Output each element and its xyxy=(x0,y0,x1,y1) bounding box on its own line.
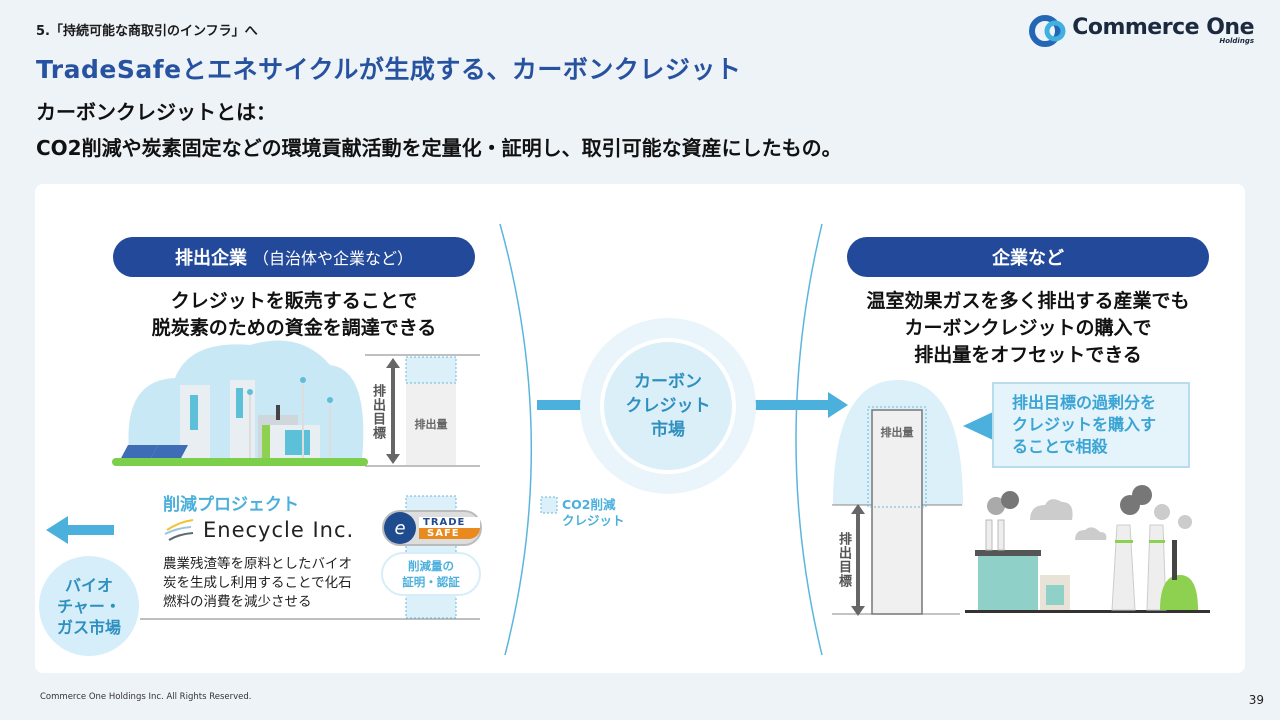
buyer-catch-line: 排出量をオフセットできる xyxy=(914,344,1142,366)
bio-market-line: チャー・ xyxy=(57,596,121,616)
carbon-credit-market: カーボン クレジット 市場 xyxy=(600,338,736,474)
biochar-gas-market: バイオ チャー・ ガス市場 xyxy=(39,556,139,656)
eco-factory-illustration xyxy=(112,340,368,466)
right-divider-arc xyxy=(795,223,823,656)
company-name: Enecycle Inc. xyxy=(203,518,355,542)
buyer-catch-line: 温室効果ガスを多く排出する産業でも xyxy=(866,290,1190,312)
project-desc-line: 農業残渣等を原料としたバイオ xyxy=(163,556,352,572)
logo-rings-icon xyxy=(1029,15,1066,47)
cert-line: 証明・認証 xyxy=(402,575,460,589)
definition-text: CO2削減や炭素固定などの環境貢献活動を定量化・証明し、取引可能な資産にしたもの… xyxy=(36,136,842,160)
callout-pointer-icon xyxy=(963,412,993,440)
buyer-pill: 企業など xyxy=(847,237,1209,277)
seller-catch-line: 脱炭素のための資金を調達できる xyxy=(151,317,437,339)
arrow-left-segment xyxy=(537,400,597,410)
down-arrow-icon-right xyxy=(851,606,865,616)
bio-arrow-segment xyxy=(66,525,114,535)
up-arrow-icon xyxy=(386,358,400,368)
up-arrow-icon-right xyxy=(851,504,865,514)
left-credit-box xyxy=(405,356,457,384)
copyright: Commerce One Holdings Inc. All Rights Re… xyxy=(40,692,252,702)
project-description: 農業残渣等を原料としたバイオ 炭を生成し利用することで化石 燃料の消費を減少させ… xyxy=(163,555,352,612)
callout-line: ることで相殺 xyxy=(1012,437,1108,456)
tradesafe-line1: TRADE xyxy=(419,517,480,528)
bio-arrow-head-icon xyxy=(46,516,68,544)
industrial-factory-illustration xyxy=(965,485,1210,613)
offset-callout: 排出目標の過剰分を クレジットを購入す ることで相殺 xyxy=(992,382,1190,468)
company-logo: Commerce One Holdings xyxy=(1029,14,1254,48)
callout-line: クレジットを購入す xyxy=(1012,415,1157,434)
tradesafe-logo: e TRADE SAFE xyxy=(382,510,482,546)
enecycle-logo: Enecycle Inc. xyxy=(163,518,354,542)
tradesafe-e-icon: e xyxy=(384,512,416,544)
seller-pill: 排出企業 （自治体や企業など） xyxy=(113,237,475,277)
project-title: 削減プロジェクト xyxy=(163,495,299,515)
bio-market-line: バイオ xyxy=(64,575,113,595)
cert-line: 削減量の xyxy=(408,559,454,573)
left-divider-arc xyxy=(499,223,532,656)
right-emission-label: 排出量 xyxy=(880,426,914,439)
market-line: カーボン xyxy=(634,372,702,392)
market-line: クレジット xyxy=(625,396,711,416)
legend-line: クレジット xyxy=(562,513,625,528)
enecycle-swoosh-icon xyxy=(164,519,194,541)
callout-line: 排出目標の過剰分を xyxy=(1012,393,1157,412)
project-desc-line: 炭を生成し利用することで化石 xyxy=(163,575,352,591)
tradesafe-line2: SAFE xyxy=(419,528,480,539)
seller-catch: クレジットを販売することで 脱炭素のための資金を調達できる xyxy=(113,288,475,342)
buyer-catch: 温室効果ガスを多く排出する産業でも カーボンクレジットの購入で 排出量をオフセッ… xyxy=(830,288,1226,369)
bio-market-line: ガス市場 xyxy=(56,617,121,637)
project-desc-line: 燃料の消費を減少させる xyxy=(163,594,312,610)
right-emission-bar xyxy=(871,409,923,615)
certification-badge: 削減量の 証明・認証 xyxy=(381,552,481,596)
page-title: TradeSafeとエネサイクルが生成する、カーボンクレジット xyxy=(36,55,742,84)
seller-catch-line: クレジットを販売することで xyxy=(170,290,418,312)
market-line: 市場 xyxy=(651,420,685,440)
arrow-right-segment xyxy=(740,400,828,410)
left-target-label: 排出目標 xyxy=(370,384,385,440)
seller-label: 排出企業 xyxy=(174,248,247,269)
subhead: カーボンクレジットとは： xyxy=(36,100,276,124)
section-label: 5.「持続可能な商取引のインフラ」へ xyxy=(36,24,258,39)
seller-paren: （自治体や企業など） xyxy=(252,249,413,268)
co2-credit-legend: CO2削減 クレジット xyxy=(562,497,625,529)
buyer-catch-line: カーボンクレジットの購入で xyxy=(904,317,1152,339)
page-number: 39 xyxy=(1248,693,1264,707)
logo-subtext: Holdings xyxy=(1219,37,1254,45)
legend-line: CO2削減 xyxy=(562,497,616,512)
left-emission-label: 排出量 xyxy=(414,418,448,431)
legend-swatch xyxy=(540,496,558,514)
down-arrow-icon xyxy=(386,454,400,464)
arrow-right-head-icon xyxy=(828,392,848,418)
logo-text: Commerce One xyxy=(1072,15,1254,40)
right-target-label: 排出目標 xyxy=(836,532,851,588)
